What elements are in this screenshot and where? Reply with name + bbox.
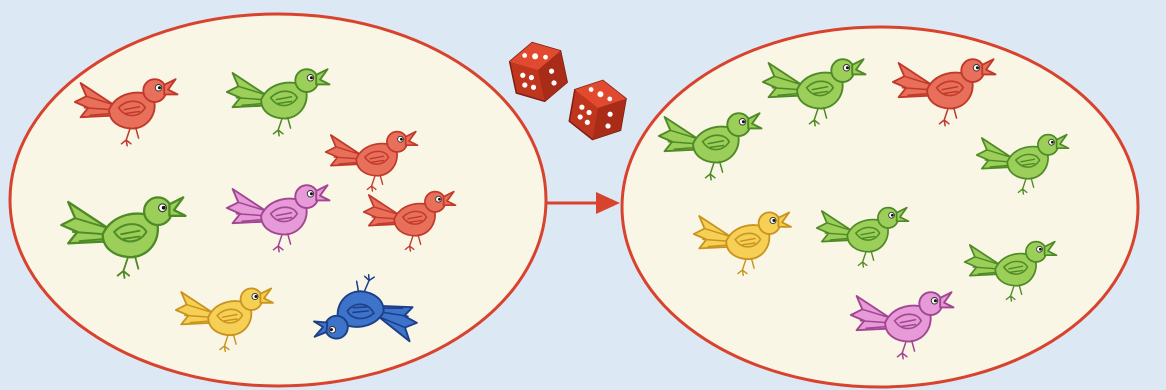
population-after-ellipse	[622, 27, 1138, 387]
